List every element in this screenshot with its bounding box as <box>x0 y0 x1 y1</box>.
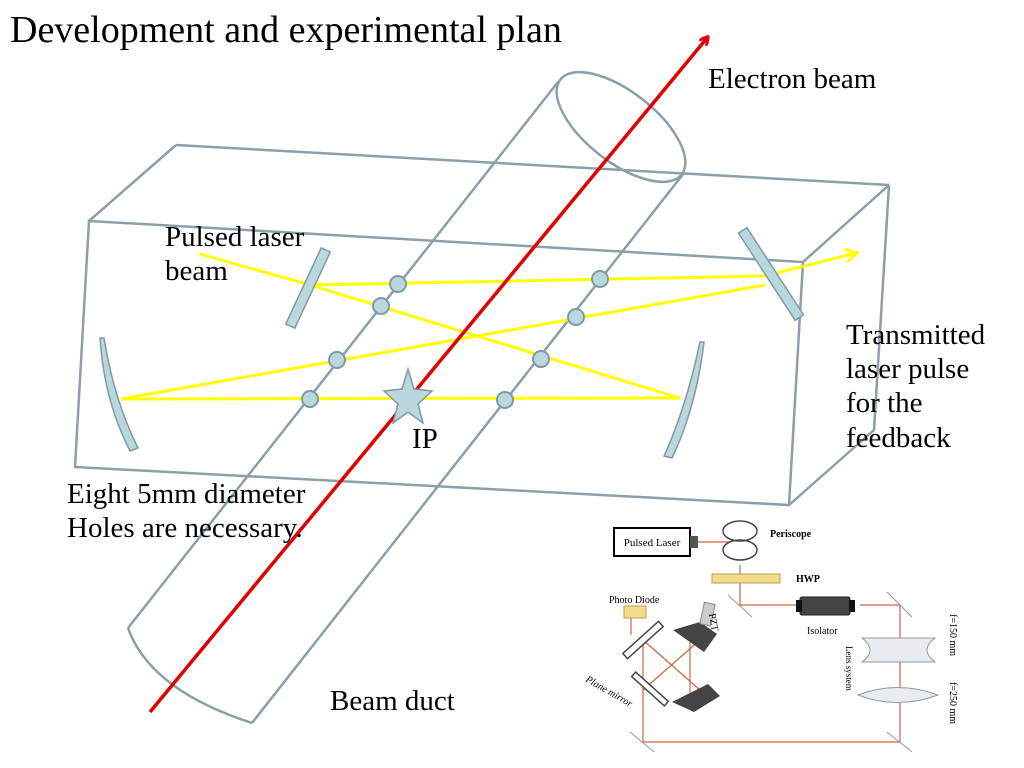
hole-3 <box>328 351 346 369</box>
ip-label: IP <box>412 423 438 455</box>
transmitted-line-3: for the <box>846 387 923 420</box>
laser-head <box>690 536 698 548</box>
transmitted-line-4: feedback <box>846 421 951 454</box>
hole-1 <box>389 275 407 293</box>
hwp-label: HWP <box>796 574 820 585</box>
periscope-upper <box>722 520 758 542</box>
hole-8 <box>496 391 514 409</box>
isolator-body <box>799 596 851 616</box>
concave-mirror-left <box>99 337 140 452</box>
pulsed-laser-line-2: beam <box>165 255 228 288</box>
inset-plane-mirror-bottom <box>630 670 670 708</box>
plane-mirror-right <box>737 226 805 322</box>
inset-turning-mirrors <box>629 591 913 753</box>
ip-star <box>382 366 434 425</box>
hole-2 <box>372 297 390 315</box>
page-title: Development and experimental plan <box>10 9 562 51</box>
f250-label: f=250 mm <box>947 682 958 724</box>
hole-6 <box>567 308 585 326</box>
hwp-plate <box>711 573 781 584</box>
holes-line-2: Holes are necessary. <box>67 512 303 545</box>
holes-note: Eight 5mm diameter Holes are necessary. <box>67 477 397 545</box>
concave-lens <box>860 637 937 663</box>
transmitted-pulse-label: Transmitted laser pulse for the feedback <box>846 318 1021 455</box>
chamber-box <box>73 143 891 507</box>
concave-mirror-right <box>662 341 705 459</box>
pulsed-laser-beam-label: Pulsed laser beam <box>165 220 355 288</box>
periscope-lower <box>722 539 758 561</box>
holes-line-1: Eight 5mm diameter <box>67 478 306 510</box>
plane-mirror-left <box>284 246 332 330</box>
periscope-label: Periscope <box>770 529 812 540</box>
pulsed-laser-line-1: Pulsed laser <box>165 221 305 253</box>
optical-layout-inset: Pulsed Laser Periscope HWP Isolator Lens… <box>583 520 958 753</box>
isolator-label: Isolator <box>807 626 838 637</box>
convex-lens <box>856 687 940 703</box>
pzt-actuator <box>699 601 716 627</box>
pulsed-laser-label: Pulsed Laser <box>624 537 681 549</box>
f150-label: f=150 mm <box>947 614 958 656</box>
transmitted-line-2: laser pulse <box>846 353 970 386</box>
hole-5 <box>591 270 609 288</box>
photo-diode-label: Photo Diode <box>609 595 660 606</box>
transmitted-line-1: Transmitted <box>846 319 986 351</box>
pzt-mirror <box>673 622 717 652</box>
beam-duct-label: Beam duct <box>330 685 455 717</box>
hole-7 <box>532 350 550 368</box>
lens-system-label: Lens system <box>844 646 854 691</box>
curved-mirror-bottom <box>672 684 720 712</box>
hole-4 <box>301 390 319 408</box>
pulsed-laser-box <box>613 527 691 557</box>
beam-duct <box>126 70 687 725</box>
plane-mirror-label: Plane mirror <box>583 674 635 710</box>
pzt-label: PZT <box>706 613 720 632</box>
laser-paths <box>120 253 856 401</box>
inset-beam-lines <box>630 541 901 743</box>
electron-beam-label: Electron beam <box>708 63 877 95</box>
isolator-end-left <box>796 600 802 612</box>
electron-beam-arrow <box>148 38 707 714</box>
photo-diode <box>623 605 647 619</box>
inset-plane-mirror-top <box>621 620 665 660</box>
duct-holes <box>301 270 609 409</box>
isolator-end-right <box>849 600 855 612</box>
